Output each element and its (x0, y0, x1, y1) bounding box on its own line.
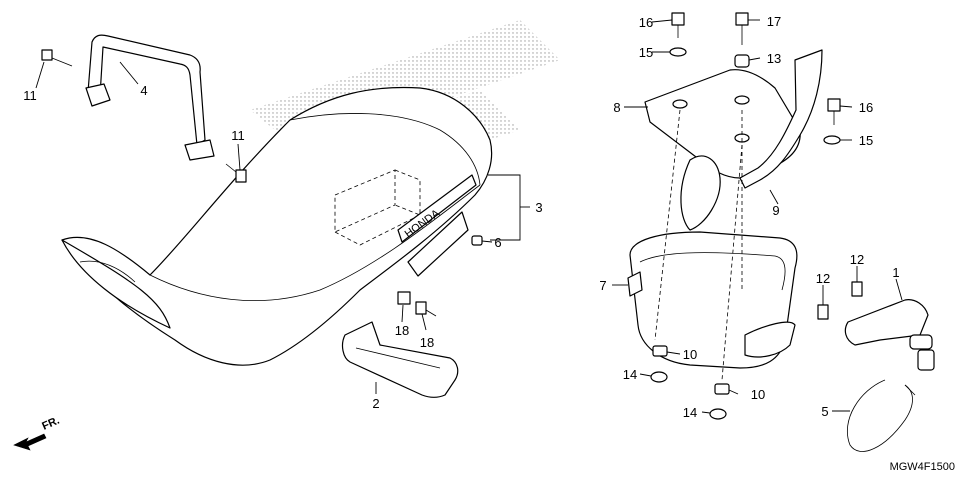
washer-15-right[interactable] (823, 135, 841, 145)
callout-labels: 11 4 11 3 6 18 18 2 16 15 8 17 13 16 15 … (23, 14, 899, 420)
bolt-18-a[interactable] (397, 291, 411, 305)
seat-part[interactable]: HONDA (61, 86, 493, 366)
callout-1: 1 (892, 265, 899, 280)
callout-9: 9 (772, 203, 779, 218)
collar-6[interactable] (471, 235, 483, 246)
callout-18-b: 18 (420, 335, 434, 350)
callout-6: 6 (494, 235, 501, 250)
callout-4: 4 (140, 83, 147, 98)
cap-14-b[interactable] (709, 408, 727, 420)
callout-14-b: 14 (683, 405, 697, 420)
bolt-17[interactable] (735, 12, 749, 45)
diagram-code: MGW4F1500 (890, 461, 955, 473)
callout-11-right: 11 (231, 128, 245, 143)
bolt-18-b[interactable] (415, 301, 437, 317)
bolt-11-left[interactable] (41, 49, 73, 67)
grommet-13[interactable] (734, 54, 750, 68)
bag-part[interactable] (627, 231, 798, 369)
bolt-16-top[interactable] (671, 12, 685, 38)
strap-part[interactable] (680, 49, 823, 231)
cable-part[interactable] (847, 379, 916, 452)
callout-15-right: 15 (859, 133, 873, 148)
callout-18-a: 18 (395, 323, 409, 338)
grab-rail-part[interactable] (85, 34, 215, 161)
bag-lid-part[interactable] (644, 69, 801, 179)
nut-10-b[interactable] (714, 383, 730, 395)
screw-12-b[interactable] (817, 304, 829, 320)
bolt-11-right[interactable] (225, 163, 247, 183)
bolt-16-right[interactable] (827, 98, 841, 125)
front-direction-arrow-icon: FR. (13, 415, 61, 451)
callout-8: 8 (613, 100, 620, 115)
callout-15-top: 15 (639, 45, 653, 60)
lock-part[interactable] (844, 299, 935, 371)
callout-12-a: 12 (850, 252, 864, 267)
nut-10-a[interactable] (652, 345, 668, 357)
callout-5: 5 (821, 404, 828, 419)
callout-2: 2 (372, 396, 379, 411)
callout-10-b: 10 (751, 387, 765, 402)
leader-lines (35, 19, 903, 414)
callout-3: 3 (535, 200, 542, 215)
front-marker-label: FR. (40, 415, 61, 433)
screw-12-a[interactable] (851, 281, 863, 297)
callout-17: 17 (767, 14, 781, 29)
callout-12-b: 12 (816, 271, 830, 286)
callout-11-left: 11 (23, 88, 37, 103)
callout-7: 7 (599, 278, 606, 293)
washer-15-top[interactable] (669, 47, 687, 57)
callout-14-a: 14 (623, 367, 637, 382)
rear-cover-part[interactable] (341, 321, 459, 398)
cap-14-a[interactable] (650, 371, 668, 383)
callout-16-top: 16 (639, 15, 653, 30)
callout-16-right: 16 (859, 100, 873, 115)
callout-10-a: 10 (683, 347, 697, 362)
callout-13: 13 (767, 51, 781, 66)
